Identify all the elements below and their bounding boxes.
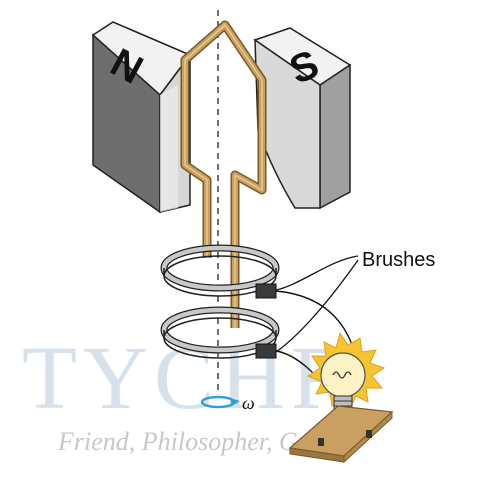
bulb-glass: [320, 352, 366, 398]
upper-brush: [255, 283, 277, 299]
angular-velocity-label: ω: [242, 393, 255, 413]
coil: [180, 20, 267, 328]
south-magnet: S: [253, 27, 352, 210]
brushes-leader-lines: [275, 255, 359, 353]
brushes-label: Brushes: [362, 249, 435, 271]
rotation-indicator: ω: [200, 393, 255, 413]
bulb-filament: [332, 371, 352, 379]
north-magnet: N: [91, 21, 192, 214]
rotation-arrowhead: [230, 398, 240, 406]
terminal-left: [318, 438, 324, 446]
upper-slip-ring: [160, 244, 280, 297]
brushes: [255, 283, 277, 359]
south-magnet-side: [319, 63, 351, 210]
terminal-right: [366, 430, 372, 438]
bulb-base: [288, 405, 394, 464]
lower-slip-ring: [160, 306, 280, 359]
lower-brush: [255, 343, 277, 359]
